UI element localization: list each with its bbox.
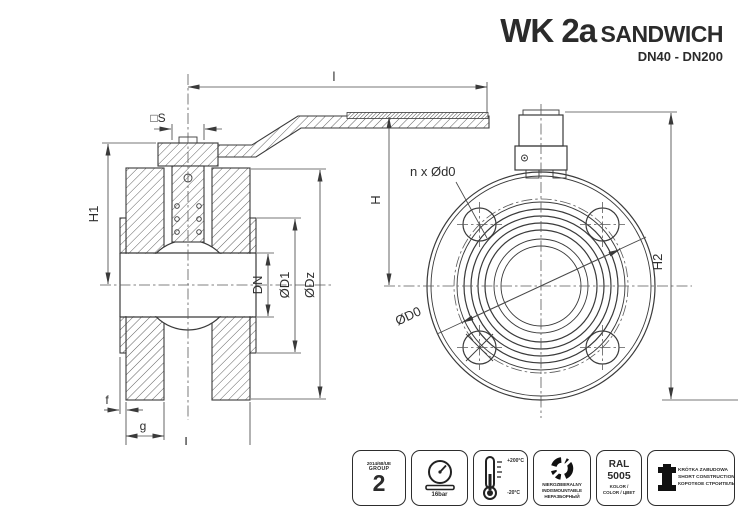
dim-label-f: f: [105, 393, 109, 407]
dim-label-h2: H2: [650, 254, 665, 271]
dim-label-stem-square: □S: [150, 111, 165, 125]
pressure-value: 16bar: [431, 491, 448, 498]
dim-label-dz: ØDz: [302, 272, 317, 298]
temperature-min: -20°C: [507, 490, 520, 496]
dim-label-bolt-holes: n x Ød0: [410, 164, 456, 179]
dim-label-g: g: [140, 419, 147, 433]
valve-silhouette-icon: [658, 464, 676, 491]
short-construction-pl: KRÓTKA ZABUDOWA: [678, 468, 728, 474]
dim-label-d1: ØD1: [277, 272, 292, 299]
section-view: l □S H1 DN ØD1 ØDz: [86, 69, 490, 445]
construction-line-pl: NIEROZBIERALNY: [542, 482, 582, 488]
ped-group-label: GROUP: [368, 466, 390, 473]
pressure-gauge-icon: [424, 459, 455, 490]
certification-badges: 2014/68/UE GROUP 2 16bar: [352, 450, 735, 506]
dim-label-length: L: [184, 434, 191, 445]
bolt-holes: [457, 202, 625, 370]
dim-label-h1: H1: [86, 206, 101, 223]
ped-directive-badge: 2014/68/UE GROUP 2: [352, 450, 406, 506]
dn-range: DN40 - DN200: [637, 48, 723, 64]
dim-label-bolt-circle: ØD0: [393, 303, 424, 328]
pressure-badge: 16bar: [411, 450, 468, 506]
ral-label: RAL: [608, 459, 630, 471]
dim-label-lever-length: l: [333, 69, 336, 84]
color-label-pl: KOLOR /: [609, 483, 629, 489]
model-type: SANDWICH: [600, 21, 724, 47]
ral-value: 5005: [607, 469, 631, 482]
non-dismountable-badge: NIEROZBIERALNY INDISMOUNTABLE НЕРАЗБОРНЫ…: [533, 450, 591, 506]
ral-color-badge: RAL 5005 KOLOR / COLOR / ЦВЕТ: [596, 450, 642, 506]
short-construction-ru: КОРОТКОЕ СТРОИТЕЛЬСТВО: [678, 482, 735, 488]
construction-line-en: INDISMOUNTABLE: [542, 488, 582, 494]
lever-grip: [346, 112, 489, 119]
construction-line-ru: НЕРАЗБОРНЫЙ: [544, 493, 580, 499]
lever-handle: [217, 115, 490, 158]
non-dismountable-icon: [550, 457, 574, 480]
dim-label-height: H: [368, 195, 383, 204]
thermometer-icon: [483, 456, 502, 500]
short-construction-badge: KRÓTKA ZABUDOWA SHORT CONSTRUCTION КОРОТ…: [647, 450, 735, 506]
product-title: WK 2a SANDWICH: [500, 12, 724, 49]
dim-label-dn: DN: [250, 276, 265, 295]
ped-group-value: 2: [372, 470, 386, 497]
model-name: WK 2a: [500, 12, 597, 49]
temperature-badge: +200°C -20°C: [473, 450, 528, 506]
valve-drawing: l □S H1 DN ØD1 ØDz: [86, 69, 738, 445]
title-block: WK 2a SANDWICH DN40 - DN200: [500, 12, 724, 64]
front-view: n x Ød0 ØD0 H H2: [368, 104, 738, 418]
temperature-max: +200°C: [507, 458, 524, 464]
short-construction-en: SHORT CONSTRUCTION: [678, 475, 735, 481]
color-label-en-ru: COLOR / ЦВЕТ: [602, 489, 636, 495]
ped-directive-text: 2014/68/UE: [366, 460, 392, 466]
